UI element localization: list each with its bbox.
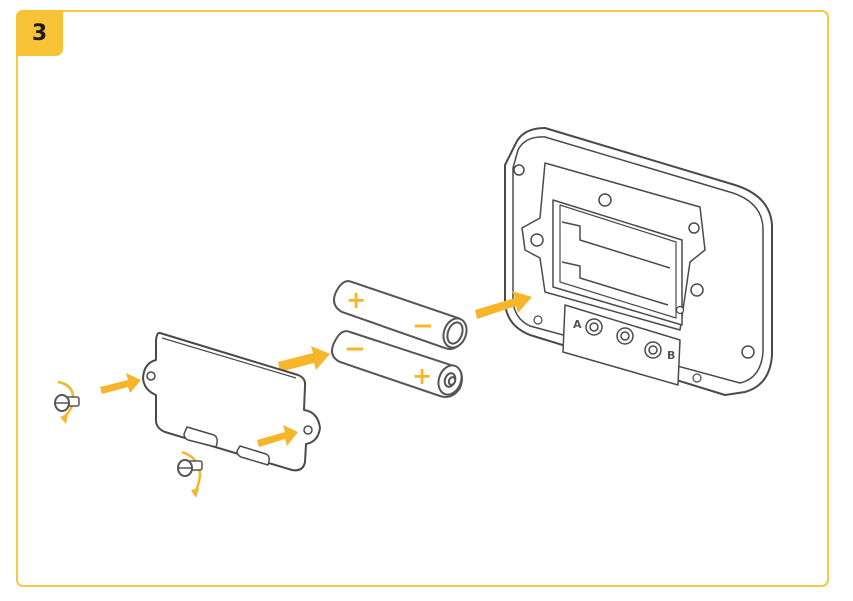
device-housing — [504, 127, 773, 396]
screw-arrow-left — [100, 373, 141, 394]
step-number: 3 — [31, 20, 48, 46]
insert-arrow-batteries — [278, 346, 330, 372]
terminal-b — [644, 341, 662, 359]
battery-bottom — [331, 330, 463, 398]
battery-top — [333, 280, 468, 350]
terminal-label-a: A — [573, 318, 582, 331]
terminal-center — [616, 327, 634, 345]
screw-arrow-right — [257, 425, 298, 447]
battery-top-sign-right: − — [412, 311, 434, 341]
battery-top-sign-left: + — [346, 286, 366, 314]
battery-bottom-sign-left: − — [344, 334, 366, 364]
terminal-label-b: B — [667, 349, 675, 362]
terminal-a — [585, 318, 603, 336]
battery-bottom-sign-right: + — [412, 362, 432, 390]
insert-arrow-device — [475, 291, 532, 319]
battery-cover — [142, 331, 321, 472]
step-number-badge: 3 — [16, 10, 63, 56]
screw-bottom — [177, 450, 203, 498]
screw-left — [54, 380, 80, 424]
